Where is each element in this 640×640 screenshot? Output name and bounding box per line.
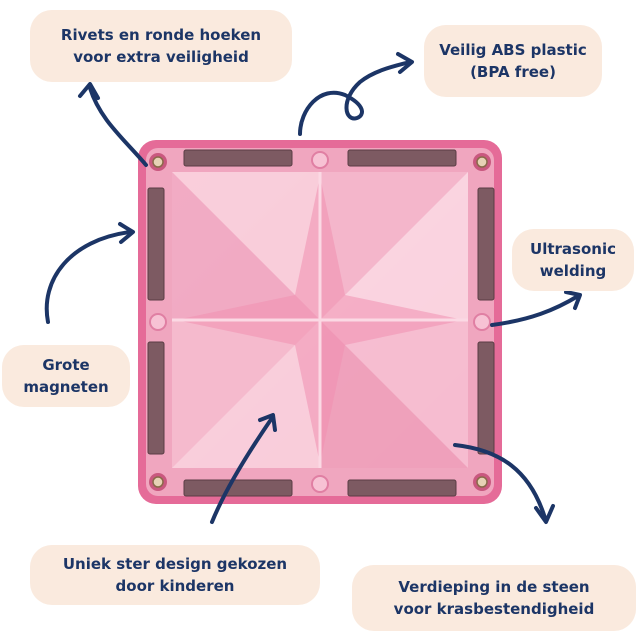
callout-magnets-line2: magneten bbox=[23, 378, 109, 396]
callout-ultrasonic: Ultrasonic welding bbox=[512, 229, 634, 291]
magnet-icon bbox=[147, 149, 495, 497]
rivet-icon bbox=[149, 151, 491, 493]
callout-deepening-line1: Verdieping in de steen bbox=[398, 578, 590, 596]
callout-rivets-line2: voor extra veiligheid bbox=[73, 48, 249, 66]
callout-rivets: Rivets en ronde hoeken voor extra veilig… bbox=[30, 10, 292, 82]
callout-abs-line2: (BPA free) bbox=[470, 63, 556, 81]
callout-abs-plastic: Veilig ABS plastic (BPA free) bbox=[424, 25, 602, 97]
callout-deepening: Verdieping in de steen voor krasbestendi… bbox=[352, 565, 636, 631]
callout-star-design: Uniek ster design gekozen door kinderen bbox=[30, 545, 320, 605]
callout-deepening-line2: voor krasbestendigheid bbox=[393, 600, 595, 618]
callout-ultrasonic-line1: Ultrasonic bbox=[530, 240, 616, 258]
callout-star-line1: Uniek ster design gekozen bbox=[62, 555, 288, 573]
callout-magnets-line1: Grote bbox=[42, 356, 90, 374]
callout-star-line2: door kinderen bbox=[115, 577, 235, 595]
callout-abs-line1: Veilig ABS plastic bbox=[439, 41, 587, 59]
callout-ultrasonic-line2: welding bbox=[539, 262, 607, 280]
callout-magnets: Grote magneten bbox=[2, 345, 130, 407]
callout-rivets-line1: Rivets en ronde hoeken bbox=[60, 26, 262, 44]
arrow-icon bbox=[44, 52, 582, 524]
